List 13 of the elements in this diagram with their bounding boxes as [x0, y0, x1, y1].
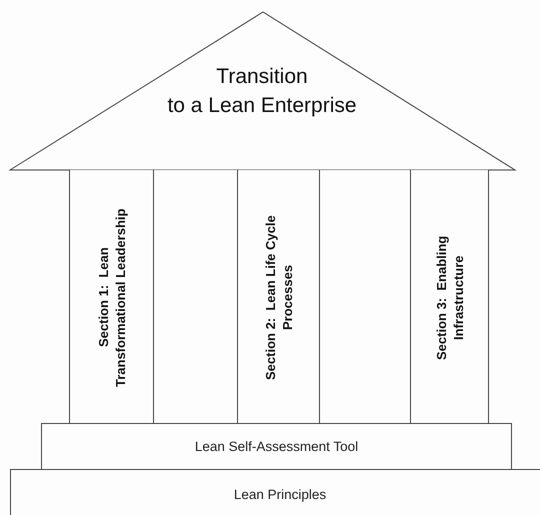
pillar	[69, 170, 153, 424]
slab-label: Lean Self-Assessment Tool	[194, 439, 358, 454]
roof-title: Transition to a Lean Enterprise	[166, 64, 358, 119]
pillar-label: Section 2: Lean Life Cycle Processes	[262, 214, 296, 382]
pillar	[153, 170, 237, 424]
pillar	[319, 170, 410, 424]
pillar-label: Section 3: Enabling Infrastructure	[432, 234, 466, 362]
pillar	[237, 170, 319, 424]
pillar-label: Section 1: Lean Transformational Leadership	[94, 206, 128, 389]
base-slab	[41, 423, 512, 470]
pillar	[410, 170, 489, 424]
slab-label: Lean Principles	[234, 486, 326, 502]
foundation-slab	[10, 469, 540, 515]
